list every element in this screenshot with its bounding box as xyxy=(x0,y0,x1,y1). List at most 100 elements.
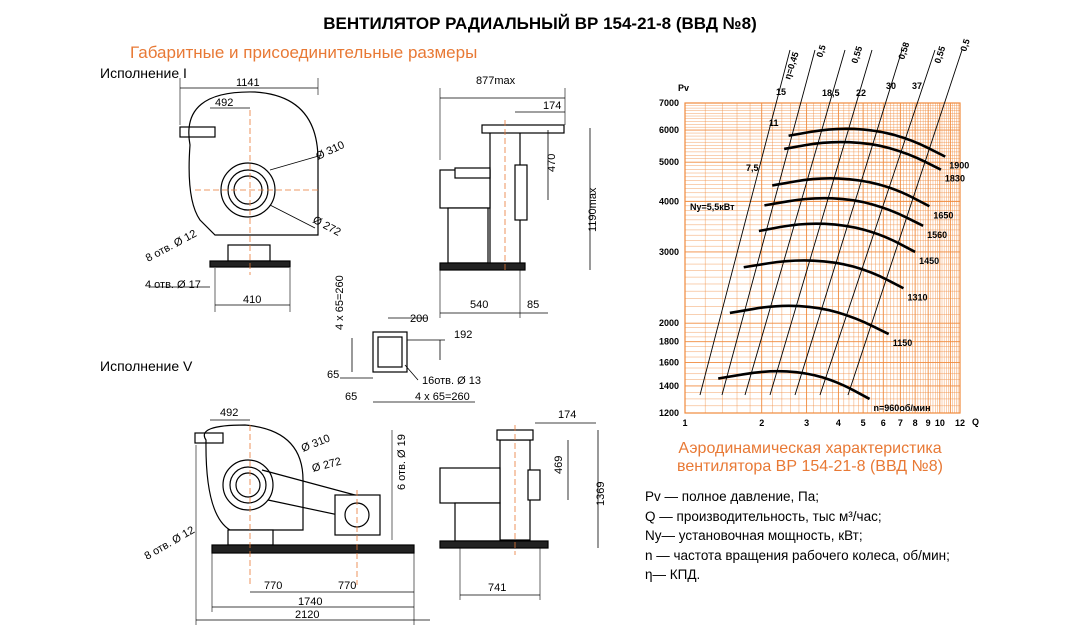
dim-469: 469 xyxy=(553,456,565,474)
dim-1141: 1141 xyxy=(236,77,260,89)
dim-flange-4x65-horiz: 4 x 65=260 xyxy=(415,391,470,403)
dim-1369: 1369 xyxy=(595,482,607,506)
efficiency-ray xyxy=(847,49,963,396)
series-curve xyxy=(772,177,931,208)
legend-n: n — частота вращения рабочего колеса, об… xyxy=(645,547,950,563)
efficiency-label: 0,5 xyxy=(958,38,971,53)
variant-1-label: Исполнение I xyxy=(100,65,187,81)
efficiency-label: 0,5 xyxy=(814,44,827,59)
y-tick-label: 5000 xyxy=(659,157,679,167)
dim-192: 192 xyxy=(454,329,472,341)
x-tick-label: 4 xyxy=(836,418,841,428)
dim-6-holes: 6 отв. Ø 19 xyxy=(396,434,408,490)
y-tick-label: 1600 xyxy=(659,357,679,367)
x-tick-label: 7 xyxy=(898,418,903,428)
x-axis-label: Q xyxy=(972,417,979,427)
series-curve xyxy=(764,196,924,228)
dim-877max: 877max xyxy=(476,75,516,87)
dim-770-a: 770 xyxy=(264,580,282,592)
efficiency-ray xyxy=(744,49,846,396)
series-label: 1150 xyxy=(893,338,913,348)
dim-741: 741 xyxy=(488,582,506,594)
dim-174-v1: 174 xyxy=(543,100,561,112)
dim-16-holes: 16отв. Ø 13 xyxy=(422,375,481,387)
power-label: 18,5 xyxy=(822,88,840,98)
x-tick-label: 9 xyxy=(926,418,931,428)
dim-410: 410 xyxy=(243,294,261,306)
efficiency-label: 0,58 xyxy=(896,41,911,61)
x-tick-label: 3 xyxy=(804,418,809,428)
power-label: 15 xyxy=(776,87,786,97)
series-curve xyxy=(717,369,871,401)
dim-1740: 1740 xyxy=(298,596,322,608)
dim-8-holes-v5: 8 отв. Ø 12 xyxy=(143,524,197,562)
main-title: ВЕНТИЛЯТОР РАДИАЛЬНЫЙ ВР 154-21-8 (ВВД №… xyxy=(323,14,757,33)
dim-85: 85 xyxy=(527,299,539,311)
y-tick-label: 2000 xyxy=(659,318,679,328)
y-tick-label: 3000 xyxy=(659,247,679,257)
y-tick-label: 7000 xyxy=(659,98,679,108)
dim-65-b: 65 xyxy=(345,391,357,403)
power-label: 22 xyxy=(856,88,866,98)
efficiency-ray xyxy=(699,49,791,396)
series-curve xyxy=(743,259,905,290)
dim-2120: 2120 xyxy=(295,609,319,621)
x-tick-label: 12 xyxy=(955,418,965,428)
x-tick-label: 5 xyxy=(861,418,866,428)
y-tick-label: 4000 xyxy=(659,196,679,206)
efficiency-ray xyxy=(721,49,816,396)
variant-5-label: Исполнение V xyxy=(100,358,193,374)
efficiency-ray xyxy=(819,49,936,396)
legend-eta: η— КПД. xyxy=(645,567,701,582)
dim-4-holes-v1: 4 отв. Ø 17 xyxy=(145,279,201,291)
power-label: 30 xyxy=(886,81,896,91)
series-label: 1310 xyxy=(907,292,927,302)
power-note: Nу=5,5кВт xyxy=(690,202,735,212)
series-label: 1900 xyxy=(949,161,969,171)
power-label: 11 xyxy=(769,118,779,128)
dim-470: 470 xyxy=(546,154,558,172)
y-tick-label: 1200 xyxy=(659,408,679,418)
dim-d310-v5: Ø 310 xyxy=(300,432,332,454)
efficiency-label: η=0,45 xyxy=(782,51,800,81)
plot-frame xyxy=(684,102,961,414)
efficiency-ray xyxy=(794,49,903,396)
dim-540: 540 xyxy=(470,299,488,311)
v5-side-view xyxy=(439,422,599,600)
series-label: 1450 xyxy=(919,256,939,266)
x-tick-label: 2 xyxy=(759,418,764,428)
power-label: 7,5 xyxy=(746,163,759,173)
chart-caption-line-1: Аэродинамическая характеристика xyxy=(678,440,942,457)
dim-d310-v1: Ø 310 xyxy=(314,139,346,163)
series-label: 1560 xyxy=(927,230,947,240)
dim-492-v5: 492 xyxy=(220,407,238,419)
series-curve xyxy=(788,127,946,158)
chart-caption-line-2: вентилятора ВР 154-21-8 (ВВД №8) xyxy=(677,458,943,475)
v1-front-view xyxy=(150,78,323,312)
v1-side-view xyxy=(439,88,591,318)
dim-200: 200 xyxy=(410,313,428,325)
dim-65-a: 65 xyxy=(327,369,339,381)
legend-pv: Pv — полное давление, Па; xyxy=(645,489,819,504)
series-curve xyxy=(783,140,942,171)
legend-q: Q — производительность, тыс м³/час; xyxy=(645,508,882,524)
y-tick-label: 1800 xyxy=(659,337,679,347)
dim-1190max: 1190max xyxy=(587,187,599,232)
flange-view xyxy=(340,317,475,403)
chart-caption: Аэродинамическая характеристика вентилят… xyxy=(640,440,980,476)
y-tick-label: 6000 xyxy=(659,125,679,135)
x-tick-label: 1 xyxy=(682,418,687,428)
v5-front-view xyxy=(194,419,430,625)
dimensions-subtitle: Габаритные и присоединительные размеры xyxy=(130,43,478,62)
power-label: 37 xyxy=(912,81,922,91)
legend-ny: Nу— установочная мощность, кВт; xyxy=(645,528,863,543)
x-tick-label: 8 xyxy=(913,418,918,428)
x-tick-label: 6 xyxy=(881,418,886,428)
y-axis-label: Pv xyxy=(678,83,689,93)
efficiency-label: 0,55 xyxy=(932,45,947,65)
series-label: 1830 xyxy=(945,174,965,184)
series-label: 1650 xyxy=(933,210,953,220)
dim-d272-v5: Ø 272 xyxy=(311,456,343,475)
